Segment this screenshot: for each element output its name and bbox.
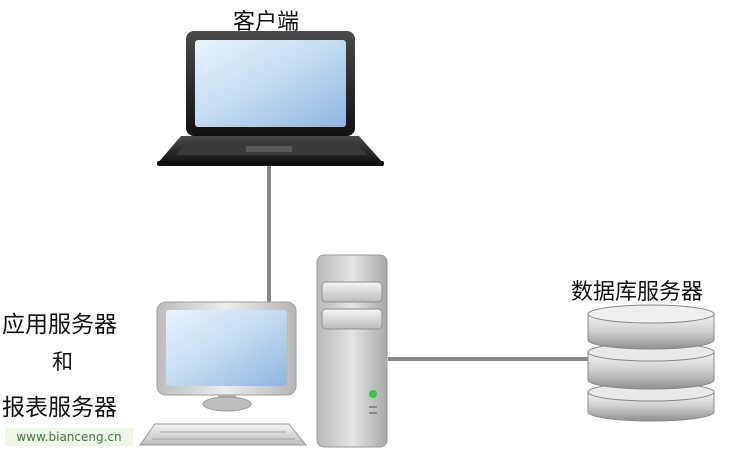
app-server-conjunction-label: 和 bbox=[52, 350, 73, 374]
desktop-monitor-icon bbox=[156, 301, 297, 412]
app-server-label: 应用服务器 bbox=[2, 312, 117, 338]
keyboard-icon bbox=[139, 423, 308, 446]
report-server-label: 报表服务器 bbox=[2, 395, 117, 421]
database-server-label: 数据库服务器 bbox=[571, 280, 704, 305]
watermark-text: www.bianceng.cn bbox=[5, 428, 133, 446]
database-icon bbox=[587, 304, 715, 422]
laptop-icon bbox=[157, 31, 384, 166]
power-indicator-icon bbox=[369, 390, 377, 398]
server-tower-icon bbox=[316, 254, 388, 448]
client-label: 客户端 bbox=[233, 10, 300, 35]
